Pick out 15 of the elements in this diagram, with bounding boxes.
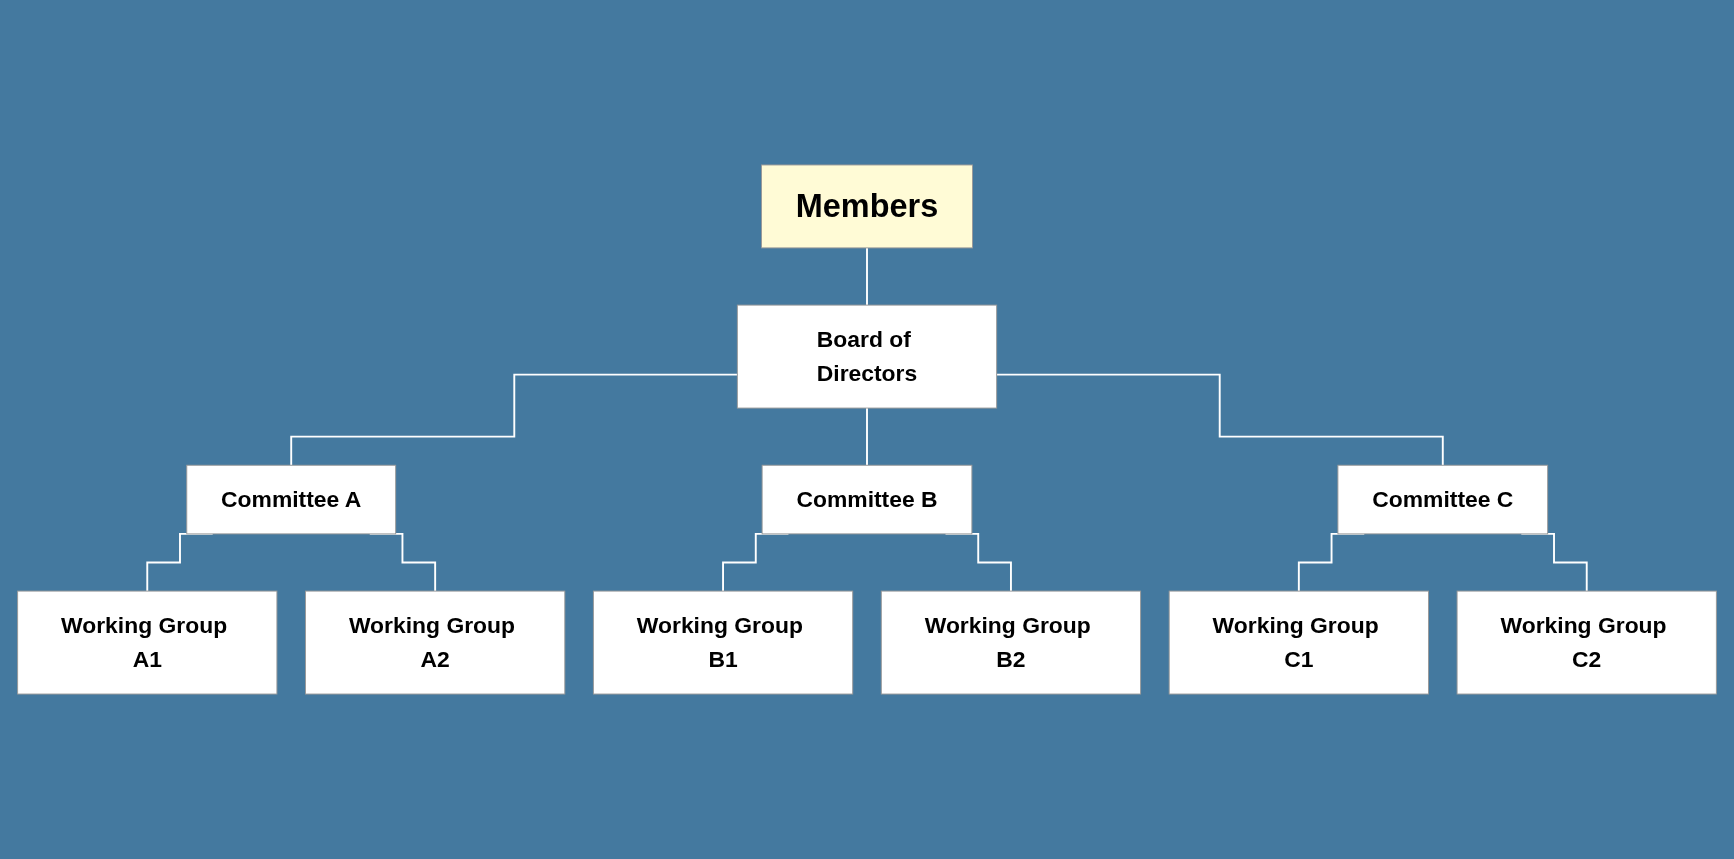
- connector: [995, 373, 1444, 467]
- connector: [290, 373, 739, 467]
- node-box: Working Group B2: [880, 590, 1142, 695]
- connector: [866, 246, 868, 307]
- node-box: Committee A: [186, 464, 397, 535]
- node-box: Board of Directors: [736, 304, 998, 409]
- node-box: Working Group B1: [592, 590, 854, 695]
- node-box: Working Group C1: [1168, 590, 1429, 695]
- node-box: Committee B: [761, 464, 973, 535]
- node-box: Working Group C2: [1456, 590, 1717, 695]
- node-box: Working Group A2: [305, 590, 566, 695]
- node-box: Working Group A1: [17, 590, 278, 695]
- node-box: Members: [761, 164, 973, 249]
- connector: [866, 407, 868, 467]
- node-box: Committee C: [1337, 464, 1549, 535]
